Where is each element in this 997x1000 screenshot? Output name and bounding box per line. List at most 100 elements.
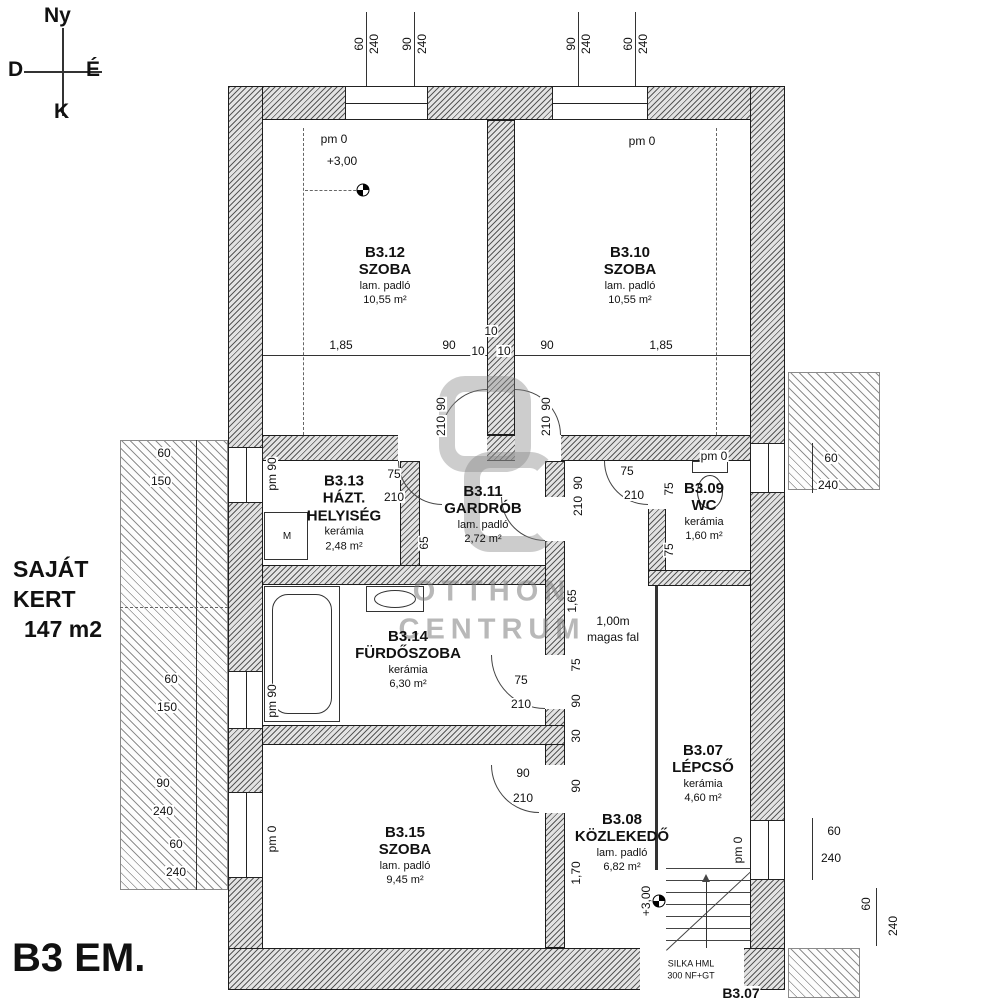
low-wall bbox=[655, 586, 658, 870]
watermark-text: CENTRUM bbox=[398, 613, 586, 646]
room-label-b3-07: B3.07 LÉPCSŐ kerámia 4,60 m² bbox=[648, 742, 758, 806]
level-mark-dash-line bbox=[305, 190, 361, 191]
room-name: WC bbox=[691, 497, 717, 515]
dim-label: 90 bbox=[400, 36, 414, 52]
dim-label: 75 bbox=[569, 657, 583, 673]
dim-chain-line bbox=[196, 440, 197, 890]
dim-chain-line bbox=[578, 12, 579, 86]
room-name: SZOBA bbox=[378, 841, 432, 859]
room-name: KÖZLEKEDŐ bbox=[574, 828, 670, 846]
compass-label-bottom: K bbox=[54, 100, 70, 123]
room-label-b3-13: B3.13 HÁZT. HELYISÉG kerámia 2,48 m² bbox=[296, 472, 392, 553]
ceiling-height-dash-line bbox=[303, 128, 304, 435]
room-label-b3-15: B3.15 SZOBA lam. padló 9,45 m² bbox=[340, 824, 470, 888]
dim-label: 90 bbox=[539, 396, 553, 412]
garden-area-label: 147 m2 bbox=[24, 616, 103, 642]
compass-axis-horizontal bbox=[24, 71, 102, 73]
watermark-text: OTTHON bbox=[412, 575, 572, 608]
dim-label: 1,70 bbox=[569, 860, 583, 886]
dim-label: 60 bbox=[163, 672, 179, 686]
compass-label-top: Ny bbox=[44, 4, 71, 27]
wall-material-note: 300 NF+GT bbox=[666, 970, 716, 981]
roof-hatch-bottom-right bbox=[788, 948, 860, 998]
room-area: 10,55 m² bbox=[363, 294, 407, 307]
dim-chain-line bbox=[812, 818, 813, 880]
room-floor-material: kerámia bbox=[324, 525, 364, 538]
dim-label: 210 bbox=[571, 494, 585, 518]
door-opening-wc bbox=[648, 461, 666, 509]
dim-label: 90 bbox=[515, 766, 531, 780]
dim-label: 210 bbox=[434, 414, 448, 438]
dim-label: 75 bbox=[386, 467, 402, 481]
room-floor-material: kerámia bbox=[684, 515, 724, 528]
window-top-right bbox=[552, 86, 648, 120]
wall-material-note: SILKA HML bbox=[666, 958, 716, 969]
outer-wall-top bbox=[228, 86, 785, 120]
dim-label: 10 bbox=[470, 344, 486, 358]
dim-label: 90 bbox=[564, 36, 578, 52]
roof-hatch-left bbox=[120, 440, 228, 890]
room-label-b3-10: B3.10 SZOBA lam. padló 10,55 m² bbox=[565, 244, 695, 308]
dim-label: 240 bbox=[151, 804, 175, 818]
door-opening-bathroom bbox=[545, 655, 565, 709]
dim-label: 75 bbox=[662, 481, 676, 497]
dim-label: 240 bbox=[415, 32, 429, 56]
wall-bathroom-bottom bbox=[262, 725, 565, 745]
dim-label: 150 bbox=[149, 474, 173, 488]
dim-label: 60 bbox=[621, 36, 635, 52]
washing-machine-label: M bbox=[281, 531, 293, 542]
room-label-b3-14: B3.14 FÜRDŐSZOBA kerámia 6,30 m² bbox=[338, 628, 478, 692]
dim-label: 240 bbox=[636, 32, 650, 56]
dim-label: 240 bbox=[819, 851, 843, 865]
dim-label: 30 bbox=[569, 728, 583, 744]
dim-label: 60 bbox=[156, 446, 172, 460]
dim-chain-line bbox=[366, 12, 367, 86]
level-benchmark-icon bbox=[356, 183, 370, 197]
room-label-b3-08: B3.08 KÖZLEKEDŐ lam. padló 6,82 m² bbox=[552, 811, 692, 875]
dim-label: 210 bbox=[511, 791, 535, 805]
room-id: B3.11 bbox=[463, 483, 503, 500]
room-id: B3.15 bbox=[384, 824, 426, 841]
room-floor-material: kerámia bbox=[388, 663, 428, 676]
dim-label: 1,85 bbox=[328, 338, 354, 352]
window-top-left bbox=[345, 86, 428, 120]
level-label: pm 90 bbox=[265, 683, 279, 719]
level-label: +3,00 bbox=[639, 884, 653, 918]
dim-label: 1,85 bbox=[648, 338, 674, 352]
dim-label: 90 bbox=[569, 693, 583, 709]
washbasin-bowl bbox=[374, 590, 416, 608]
bathtub-basin bbox=[272, 594, 332, 714]
dim-label: 1,65 bbox=[565, 588, 579, 614]
wall-bathroom-top bbox=[262, 565, 565, 585]
window-stairs bbox=[750, 820, 785, 880]
garden-label: SAJÁT bbox=[13, 556, 89, 582]
room-below-label: B3.07 bbox=[721, 985, 761, 1000]
room-area: 6,30 m² bbox=[389, 678, 427, 691]
dim-label: 90 bbox=[441, 338, 457, 352]
ceiling-height-dash-line bbox=[716, 128, 717, 435]
door-opening-b3-13 bbox=[398, 435, 442, 461]
watermark-logo-icon bbox=[464, 452, 556, 552]
room-floor-material: lam. padló bbox=[359, 279, 411, 292]
room-area: 2,72 m² bbox=[464, 533, 502, 546]
room-id: B3.09 bbox=[683, 480, 725, 497]
dim-chain-line bbox=[414, 12, 415, 86]
room-floor-material: lam. padló bbox=[596, 846, 648, 859]
room-area: 6,82 m² bbox=[603, 861, 641, 874]
room-floor-material: kerámia bbox=[683, 777, 723, 790]
material-note-area bbox=[640, 948, 744, 990]
room-id: B3.12 bbox=[364, 244, 406, 261]
room-name: GARDRÓB bbox=[444, 500, 522, 518]
room-name: HÁZT. HELYISÉG bbox=[306, 489, 382, 524]
dim-chain-line bbox=[812, 443, 813, 493]
dim-label: 90 bbox=[569, 778, 583, 794]
dim-label: 10 bbox=[496, 344, 512, 358]
dim-label: 90 bbox=[155, 776, 171, 790]
dim-label: 240 bbox=[367, 32, 381, 56]
dim-chain-line bbox=[635, 12, 636, 86]
level-benchmark-icon bbox=[652, 894, 666, 908]
dim-label: 210 bbox=[509, 697, 533, 711]
compass-label-left: D bbox=[8, 58, 24, 81]
dim-label: 60 bbox=[168, 837, 184, 851]
